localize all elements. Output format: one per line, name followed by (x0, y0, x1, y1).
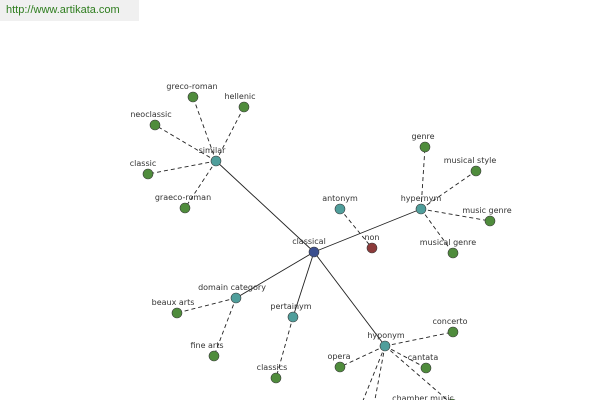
edge-pertainym-to-classics (275, 316, 294, 379)
node-label-beaux-arts: beaux arts (152, 298, 195, 307)
node-domain-category[interactable] (230, 292, 242, 304)
node-label-concerto: concerto (432, 317, 467, 326)
node-label-hellenic: hellenic (224, 92, 255, 101)
edge-hyponym-to-opera (339, 345, 386, 368)
node-graeco-roman[interactable] (179, 202, 191, 214)
node-similar[interactable] (210, 155, 222, 167)
edge-classical-to-hypernym (313, 208, 422, 253)
node-label-greco-roman: greco-roman (166, 82, 217, 91)
node-label-pertainym: pertainym (270, 302, 311, 311)
edge-hypernym-to-genre (420, 146, 426, 210)
edge-hypernym-to-musical-genre (420, 208, 454, 254)
edge-hyponym-to-chamber-music (384, 345, 449, 400)
node-opera[interactable] (334, 361, 346, 373)
node-label-non: non (364, 233, 379, 242)
edge-domain-category-to-beaux-arts (176, 297, 237, 314)
node-beaux-arts[interactable] (171, 307, 183, 319)
node-concerto[interactable] (447, 326, 459, 338)
node-hyponym[interactable] (379, 340, 391, 352)
node-neoclassic[interactable] (149, 119, 161, 131)
node-label-hyponym: hyponym (367, 331, 405, 340)
edge-classical-to-hyponym (313, 251, 386, 347)
nodes-layer (142, 91, 496, 400)
node-non[interactable] (366, 242, 378, 254)
source-url[interactable]: http://www.artikata.com (0, 0, 139, 21)
node-label-domain-category: domain category (198, 283, 266, 292)
edge-similar-to-classic (147, 160, 217, 175)
node-genre[interactable] (419, 141, 431, 153)
edge-classical-to-domain-category (235, 251, 315, 299)
node-musical-style[interactable] (470, 165, 482, 177)
edges-layer (147, 96, 491, 400)
node-label-antonym: antonym (322, 194, 358, 203)
edge-hyponym-to-offscreen-b (362, 345, 386, 400)
edge-antonym-to-non (339, 208, 373, 249)
node-label-musical-genre: musical genre (420, 238, 477, 247)
node-label-graeco-roman: graeco-roman (155, 193, 211, 202)
node-classic[interactable] (142, 168, 154, 180)
edge-similar-to-neoclassic (154, 124, 217, 162)
edge-hyponym-to-cantata (384, 345, 427, 369)
node-label-classics: classics (257, 363, 288, 372)
node-label-cantata: cantata (408, 353, 439, 362)
edge-similar-to-graeco-roman (184, 160, 217, 209)
node-label-genre: genre (411, 132, 434, 141)
node-greco-roman[interactable] (187, 91, 199, 103)
edge-similar-to-greco-roman (192, 96, 217, 162)
node-classical[interactable] (308, 246, 320, 258)
node-label-opera: opera (327, 352, 350, 361)
node-music-genre[interactable] (484, 215, 496, 227)
edge-hypernym-to-musical-style (420, 170, 477, 210)
node-classics[interactable] (270, 372, 282, 384)
node-label-music-genre: music genre (462, 206, 511, 215)
node-pertainym[interactable] (287, 311, 299, 323)
node-label-classical: classical (292, 237, 326, 246)
edge-similar-to-hellenic (215, 106, 245, 162)
edge-domain-category-to-fine-arts (213, 297, 237, 357)
edge-hypernym-to-music-genre (420, 208, 491, 222)
node-musical-genre[interactable] (447, 247, 459, 259)
edge-hyponym-to-concerto (384, 331, 454, 347)
node-label-similar: similar (199, 146, 227, 155)
node-label-neoclassic: neoclassic (130, 110, 171, 119)
node-label-hypernym: hypernym (401, 194, 442, 203)
node-label-musical-style: musical style (444, 156, 497, 165)
node-hypernym[interactable] (415, 203, 427, 215)
edge-hyponym-to-offscreen-a (374, 345, 386, 400)
labels-layer: classical similar antonym hypernym domain ca… (130, 82, 512, 400)
node-label-classic: classic (130, 159, 156, 168)
edge-classical-to-similar (215, 160, 315, 253)
node-hellenic[interactable] (238, 101, 250, 113)
node-label-fine-arts: fine arts (190, 341, 223, 350)
node-fine-arts[interactable] (208, 350, 220, 362)
node-cantata[interactable] (420, 362, 432, 374)
edge-classical-to-pertainym (292, 251, 315, 318)
node-label-chamber-music: chamber music (392, 394, 454, 400)
node-antonym[interactable] (334, 203, 346, 215)
